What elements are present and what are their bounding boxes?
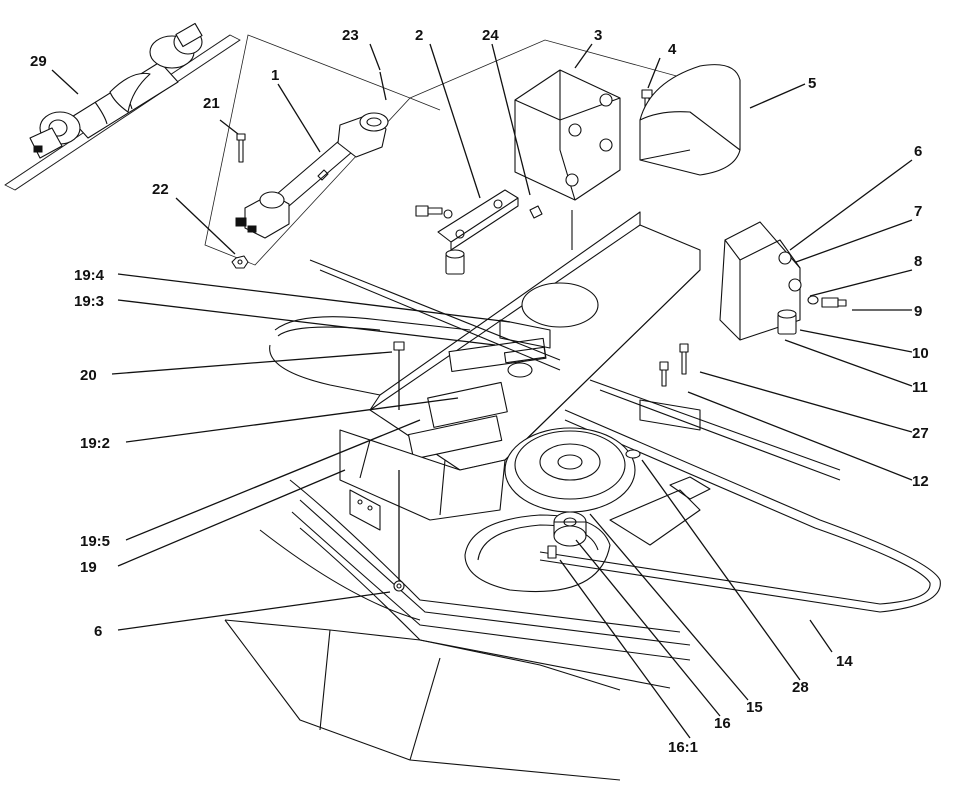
- bolt-21: [236, 133, 246, 163]
- pulley-lower-15: [464, 514, 611, 593]
- callout-14: 14: [836, 653, 853, 670]
- callout-24: 24: [482, 27, 499, 44]
- washer-8: [807, 295, 819, 305]
- gearbox-3: [514, 69, 621, 250]
- bolt-washer-left: [415, 205, 453, 219]
- drive-shaft-29: [29, 22, 203, 159]
- callout-6-bottom: 6: [94, 623, 102, 640]
- bolt-12: [659, 361, 669, 387]
- bracket-right: [719, 221, 802, 341]
- callout-16: 16: [714, 715, 731, 732]
- deck-lower-housing: [339, 429, 506, 521]
- callout-19-4: 19:4: [74, 267, 105, 284]
- key-23: [379, 71, 387, 101]
- callout-19-3: 19:3: [74, 293, 104, 310]
- callout-27: 27: [912, 425, 929, 442]
- callout-6-top: 6: [914, 143, 922, 160]
- callout-11: 11: [912, 379, 928, 396]
- callout-3: 3: [594, 27, 602, 44]
- callout-19: 19: [80, 559, 97, 576]
- bushing-10: [777, 309, 797, 335]
- setscrew-16-1: [547, 545, 557, 559]
- belt-14: [269, 316, 941, 613]
- callout-19-5: 19:5: [80, 533, 110, 550]
- washer-28: [625, 449, 641, 459]
- leader-lines: [51, 43, 913, 739]
- callout-21: 21: [203, 95, 220, 112]
- callout-23: 23: [342, 27, 359, 44]
- callout-29: 29: [30, 53, 47, 70]
- bolt-27: [679, 343, 689, 375]
- callout-10: 10: [912, 345, 929, 362]
- bolt-24: [529, 205, 543, 219]
- callout-1: 1: [271, 67, 279, 84]
- callout-15: 15: [746, 699, 763, 716]
- callout-16-1: 16:1: [668, 739, 698, 756]
- callout-4: 4: [668, 41, 677, 58]
- pulley-large: [504, 427, 636, 513]
- center-post: [393, 470, 405, 592]
- callout-28: 28: [792, 679, 809, 696]
- callout-20: 20: [80, 367, 97, 384]
- gearbox-panel: [409, 39, 736, 111]
- callout-5: 5: [808, 75, 816, 92]
- callout-labels: 29 23 2 24 3 4 5 1 21 22 6 7 8 9 10 11 2…: [30, 27, 929, 756]
- bolt-9: [821, 297, 847, 308]
- bushing-left: [445, 249, 465, 275]
- callout-9: 9: [914, 303, 922, 320]
- callout-8: 8: [914, 253, 922, 270]
- bracket-2: [437, 189, 519, 251]
- callout-22: 22: [152, 181, 169, 198]
- deck-plate-19: [369, 211, 701, 471]
- bolt-20: [393, 341, 405, 410]
- deck-rails: [289, 259, 841, 689]
- drive-shaft-1: [235, 112, 389, 239]
- hub-16: [553, 511, 587, 547]
- callout-19-2: 19:2: [80, 435, 110, 452]
- nut-22: [231, 255, 249, 269]
- deck-skirt: [224, 489, 621, 781]
- shield-5: [639, 64, 741, 176]
- callout-2: 2: [415, 27, 423, 44]
- callout-12: 12: [912, 473, 929, 490]
- callout-7: 7: [914, 203, 922, 220]
- idler-bracket: [609, 476, 711, 546]
